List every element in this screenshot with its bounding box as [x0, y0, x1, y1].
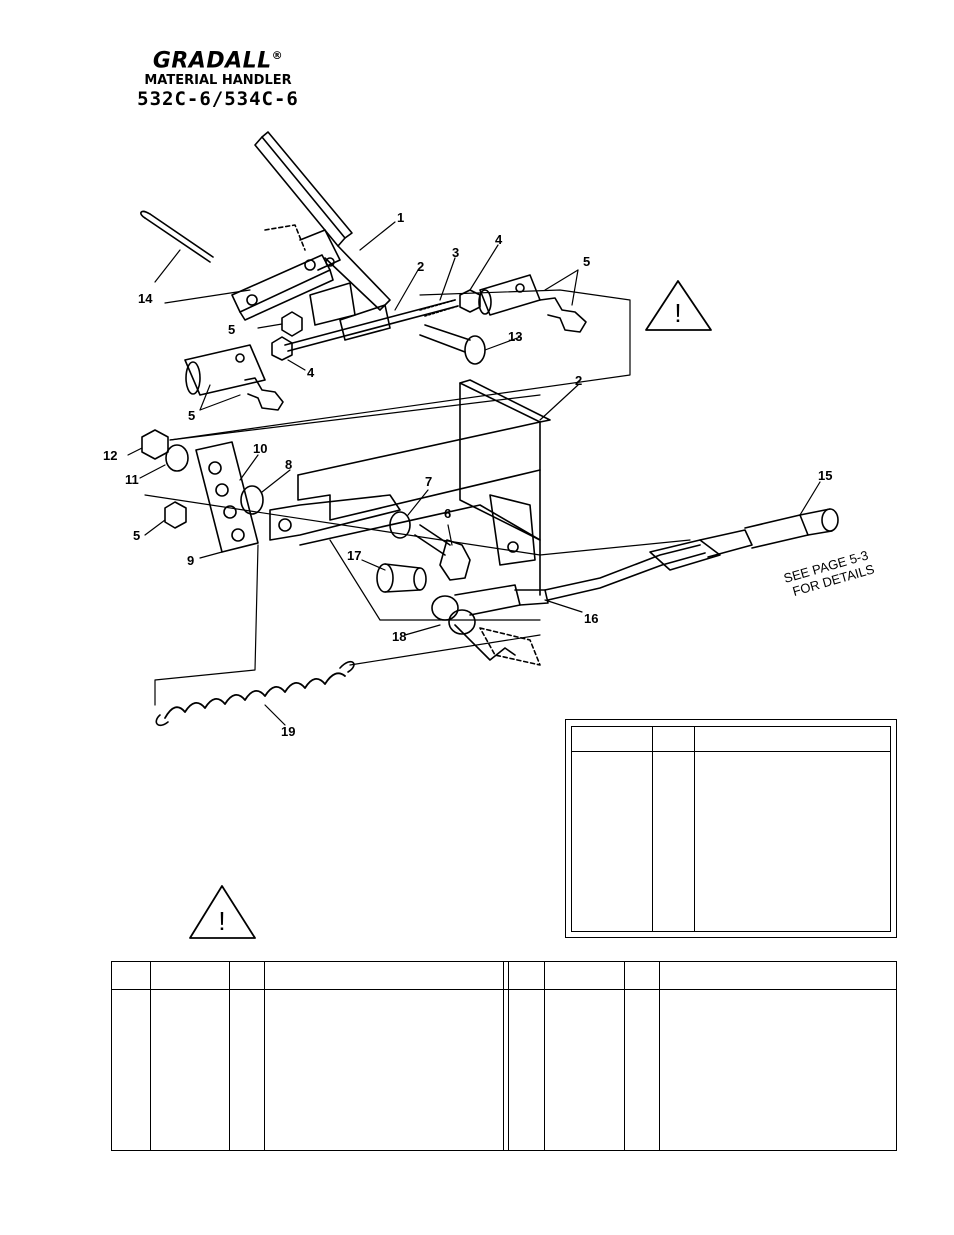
threaded-rod — [284, 299, 459, 352]
callout-16: 16 — [584, 611, 598, 626]
callout-17: 17 — [347, 548, 361, 563]
callout-8: 8 — [285, 457, 292, 472]
callout-19: 19 — [281, 724, 295, 739]
callout-18: 18 — [392, 629, 406, 644]
lower-lock-nut — [164, 501, 187, 529]
hex-nuts — [271, 289, 481, 361]
kit-table-header-line — [572, 751, 890, 752]
callout-4-lower: 4 — [307, 365, 315, 380]
parts-table-col-divider — [659, 962, 660, 1150]
callout-10: 10 — [253, 441, 267, 456]
callout-11: 11 — [125, 472, 139, 487]
parts-table-col-divider — [229, 962, 230, 1150]
brand-name: GRADALL — [152, 48, 272, 74]
callout-4-upper: 4 — [495, 232, 503, 247]
callout-5-upper-right: 5 — [583, 254, 590, 269]
callout-12: 12 — [103, 448, 117, 463]
main-bracket — [269, 379, 551, 621]
callout-5-upper-nut: 5 — [228, 322, 235, 337]
callout-2-upper: 2 — [417, 259, 424, 274]
kit-table-col-divider — [694, 727, 695, 931]
parts-table-col-divider — [264, 962, 265, 1150]
callout-15: 15 — [818, 468, 832, 483]
upper-right-barrel — [478, 274, 587, 333]
kit-table — [565, 719, 897, 938]
parts-list-table — [111, 961, 897, 1151]
callout-7: 7 — [425, 474, 432, 489]
parts-table-col-divider — [544, 962, 545, 1150]
warning-exclamation-lower: ! — [218, 906, 225, 936]
hidden-pin — [479, 627, 541, 666]
upper-plane-outline — [164, 289, 631, 441]
parts-table-col-divider — [503, 962, 504, 1150]
callout-5-lower-nut: 5 — [133, 528, 140, 543]
flat-washer — [389, 511, 411, 539]
kit-table-col-divider — [652, 727, 653, 931]
kit-table-frame — [571, 726, 891, 932]
callout-labels: 1 2 3 4 5 5 4 5 13 14 2 12 11 10 8 5 9 7… — [103, 210, 832, 739]
lower-plane-outline — [144, 394, 691, 556]
document-header: GRADALL® MATERIAL HANDLER 532C-6/534C-6 — [118, 44, 318, 111]
callout-13: 13 — [508, 329, 522, 344]
callout-1: 1 — [397, 210, 404, 225]
callout-leader-lines — [127, 221, 821, 726]
lower-left-barrel — [184, 344, 284, 411]
parts-table-header-line — [112, 989, 896, 990]
product-subtitle: MATERIAL HANDLER — [144, 73, 292, 89]
see-page-note: SEE PAGE 5-3 FOR DETAILS — [782, 547, 876, 598]
washer-10 — [240, 485, 264, 515]
hex-bolt — [414, 524, 471, 581]
callout-3: 3 — [452, 245, 459, 260]
warning-triangle-icon: ! — [645, 280, 712, 331]
callout-6: 6 — [444, 506, 451, 521]
warning-exclamation-upper: ! — [674, 298, 681, 328]
jam-nut — [141, 429, 169, 460]
pedal-assembly — [231, 131, 391, 321]
callout-14: 14 — [138, 291, 153, 306]
callout-9: 9 — [187, 553, 194, 568]
upper-clevis-block — [309, 282, 391, 341]
registered-mark: ® — [271, 49, 284, 62]
control-cable — [544, 508, 839, 601]
clevis-pin — [419, 324, 486, 365]
callout-2-lower: 2 — [575, 373, 582, 388]
parts-table-col-divider — [508, 962, 509, 1150]
yoke-cotter — [454, 624, 516, 661]
shoulder-pin — [376, 563, 427, 593]
brand-logo: GRADALL® — [118, 44, 318, 73]
callout-5-lower-left: 5 — [188, 408, 195, 423]
washer-11 — [165, 444, 189, 472]
upper-lock-nut — [281, 311, 303, 337]
adjustment-plate — [195, 441, 259, 553]
parts-table-col-divider — [150, 962, 151, 1150]
return-spring — [154, 544, 541, 727]
model-numbers: 532C-6/534C-6 — [137, 88, 299, 111]
cable-yoke — [431, 584, 549, 635]
warning-triangle-icon: ! — [189, 885, 256, 939]
cotter-pin — [140, 210, 214, 263]
parts-table-col-divider — [624, 962, 625, 1150]
